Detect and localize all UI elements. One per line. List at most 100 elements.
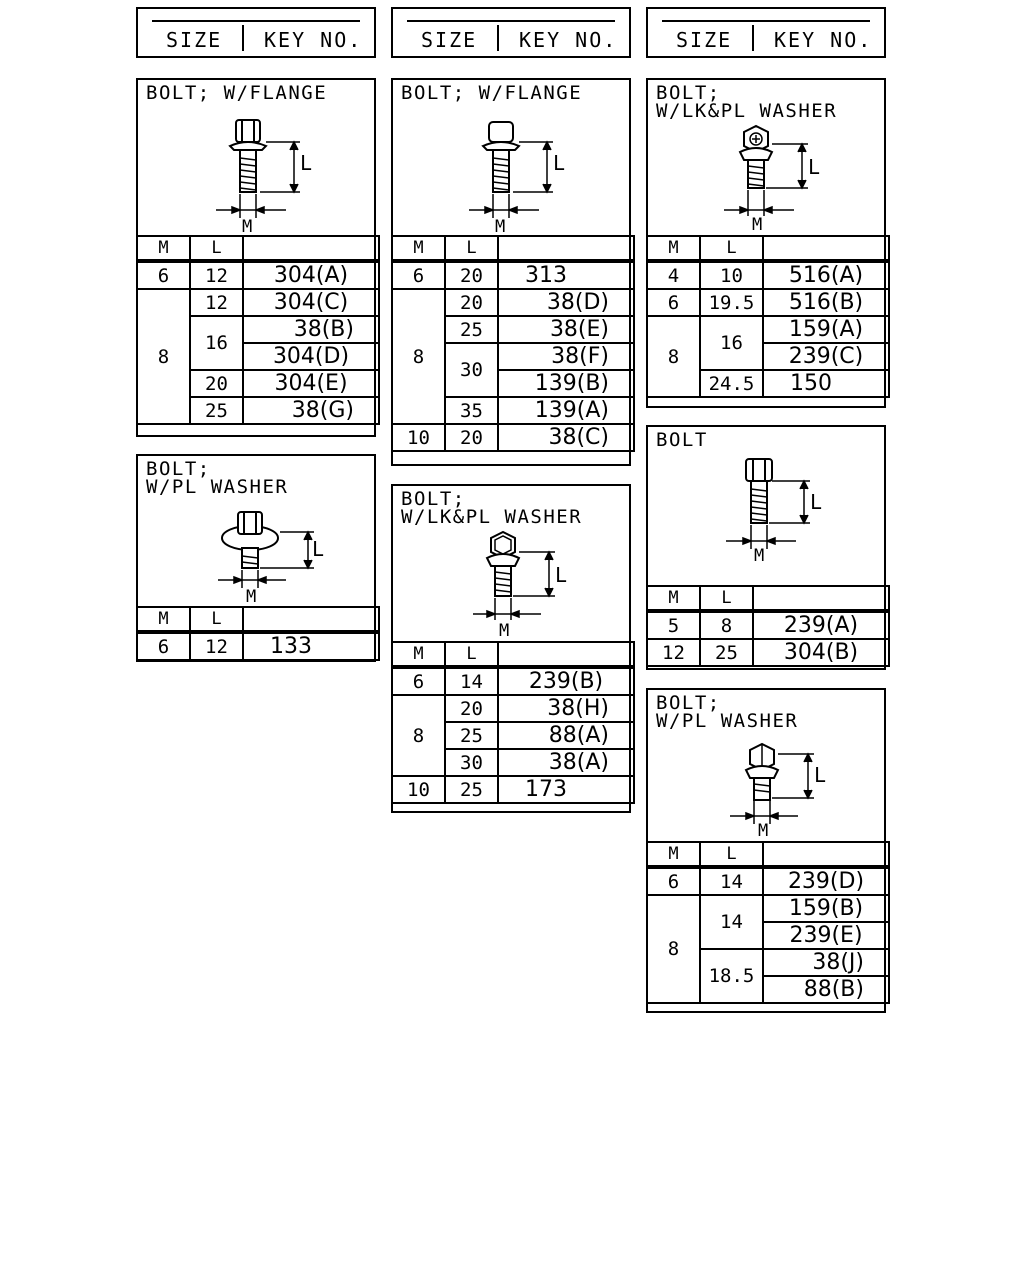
l-cell: 30 [444,342,499,398]
m-cell: 10 [391,423,446,452]
table-row: 88(B) [647,975,890,1004]
m-cell: M [646,235,701,263]
key-no-cell: 304(D) [242,342,380,371]
key-no-cell: 38(J) [762,948,890,977]
key-no-cell: 139(A) [497,396,635,425]
l-cell: 20 [444,260,499,290]
key-no-cell: 313 [497,260,635,290]
key-no-label: KEY NO. [519,28,618,52]
l-cell: 12 [189,260,244,290]
l-cell: L [699,235,764,263]
m-cell: 8 [646,315,701,398]
key-no-cell: 304(A) [242,260,380,290]
m-cell: 8 [646,894,701,1004]
m-cell: 10 [391,775,446,804]
l-cell: 25 [444,721,499,750]
l-cell: 14 [699,866,764,896]
key-no-cell: 38(B) [242,315,380,344]
dim-m: M [242,217,252,236]
m-cell: 12 [646,638,701,667]
dim-l: L [808,155,820,179]
size-label: SIZE [676,28,733,52]
l-cell: L [189,606,244,634]
l-cell: L [699,585,754,613]
header-box-col1: SIZE KEY NO. [136,7,376,58]
m-cell: M [646,585,701,613]
l-cell: 25 [444,775,499,804]
l-cell: 8 [699,610,754,640]
key-no-cell: 38(A) [497,748,635,777]
key-no-cell: 304(C) [242,288,380,317]
size-label: SIZE [421,28,478,52]
key-no-cell: 173 [497,775,635,804]
m-cell: 8 [391,694,446,777]
key-no-cell: 159(A) [762,315,890,344]
m-cell: 6 [136,260,191,290]
m-cell: 8 [391,288,446,425]
card-title: BOLT; W/FLANGE [146,82,328,104]
m-cell: M [391,641,446,669]
dim-l: L [300,151,312,175]
l-cell: L [189,235,244,263]
dim-l: L [814,763,826,787]
m-cell: M [391,235,446,263]
l-cell: L [444,235,499,263]
flange-bolt-drawing: L M [216,119,312,236]
l-cell: 35 [444,396,499,425]
key-no-cell: 150 [762,369,890,398]
lk-pl-washer-bolt-drawing: L M [724,124,820,235]
dim-l: L [555,563,567,587]
dim-l: L [553,151,565,175]
key-no-cell: 38(G) [242,396,380,425]
l-cell: 10 [699,260,764,290]
l-cell: 12 [189,631,244,661]
key-no-cell: 133 [242,631,380,661]
l-cell: 14 [444,666,499,696]
dim-m: M [754,546,764,566]
table-row: 139(B) [392,369,635,398]
card-title: BOLT; W/FLANGE [401,82,583,104]
m-cell: 6 [646,288,701,317]
size-label: SIZE [166,28,223,52]
key-no-cell: 88(B) [762,975,890,1004]
flange-bolt-drawing: L M [469,121,565,236]
card-title: BOLT; W/PL WASHER [656,692,799,732]
key-no-cell: 239(B) [497,666,635,696]
key-no-cell: 159(B) [762,894,890,923]
l-cell: 20 [189,369,244,398]
l-cell: 30 [444,748,499,777]
pl-washer-bolt-drawing: L M [730,742,826,841]
l-cell: 20 [444,288,499,317]
key-no-cell: 239(A) [752,610,890,640]
l-cell: 16 [699,315,764,371]
key-no-cell: 38(C) [497,423,635,452]
dim-m: M [752,215,762,235]
m-cell: 6 [391,260,446,290]
key-no-cell: 304(E) [242,369,380,398]
l-cell: 25 [699,638,754,667]
key-no-cell: 38(D) [497,288,635,317]
key-no-cell: 38(F) [497,342,635,371]
